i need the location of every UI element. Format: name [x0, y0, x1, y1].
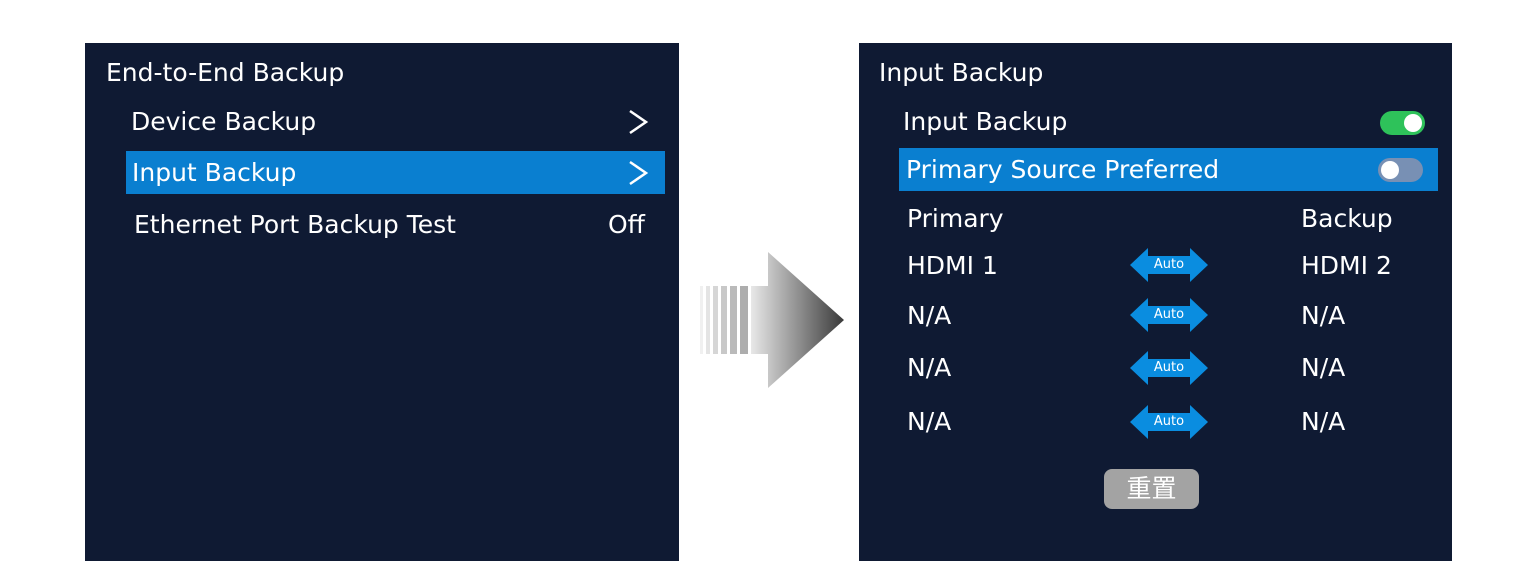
double-arrow-icon[interactable]: Auto	[1130, 248, 1208, 282]
menu-item-value: Off	[608, 210, 645, 239]
auto-mode-label: Auto	[1153, 414, 1185, 429]
chevron-right-icon	[627, 100, 649, 143]
primary-source[interactable]: N/A	[907, 301, 952, 330]
chevron-right-icon	[627, 151, 649, 194]
screen-title: Input Backup	[879, 58, 1044, 87]
screen-title: End-to-End Backup	[106, 58, 345, 87]
reset-button[interactable]: 重置	[1104, 469, 1199, 509]
primary-source[interactable]: N/A	[907, 407, 952, 436]
primary-column-header: Primary	[907, 204, 1004, 233]
double-arrow-icon[interactable]: Auto	[1130, 298, 1208, 332]
primary-source-preferred-label: Primary Source Preferred	[906, 155, 1220, 184]
primary-source-preferred-row[interactable]: Primary Source Preferred	[899, 148, 1438, 191]
input-backup-toggle[interactable]	[1380, 111, 1425, 135]
menu-item-label: Input Backup	[132, 158, 297, 187]
primary-source[interactable]: HDMI 1	[907, 251, 998, 280]
primary-source[interactable]: N/A	[907, 353, 952, 382]
menu-item-label: Ethernet Port Backup Test	[134, 210, 456, 239]
menu-item-input-backup[interactable]: Input Backup	[126, 151, 665, 194]
menu-item-label: Device Backup	[131, 107, 317, 136]
backup-source[interactable]: N/A	[1301, 301, 1346, 330]
double-arrow-icon[interactable]: Auto	[1130, 351, 1208, 385]
auto-mode-label: Auto	[1153, 257, 1185, 272]
double-arrow-icon[interactable]: Auto	[1130, 405, 1208, 439]
toggle-knob	[1381, 161, 1399, 179]
toggle-knob	[1404, 114, 1422, 132]
end-to-end-backup-screen: End-to-End Backup Device Backup Input Ba…	[85, 43, 679, 561]
backup-column-header: Backup	[1301, 204, 1393, 233]
auto-mode-label: Auto	[1153, 360, 1185, 375]
primary-source-preferred-toggle[interactable]	[1378, 158, 1423, 182]
input-backup-row[interactable]: Input Backup	[899, 100, 1438, 143]
input-backup-screen: Input Backup Input Backup Primary Source…	[859, 43, 1452, 561]
backup-source[interactable]: N/A	[1301, 353, 1346, 382]
menu-item-ethernet-port-backup-test[interactable]: Ethernet Port Backup Test Off	[126, 203, 665, 246]
menu-item-device-backup[interactable]: Device Backup	[123, 100, 665, 143]
auto-mode-label: Auto	[1153, 307, 1185, 322]
backup-source[interactable]: N/A	[1301, 407, 1346, 436]
backup-source[interactable]: HDMI 2	[1301, 251, 1392, 280]
right-arrow-icon	[696, 250, 848, 390]
input-backup-label: Input Backup	[903, 107, 1068, 136]
